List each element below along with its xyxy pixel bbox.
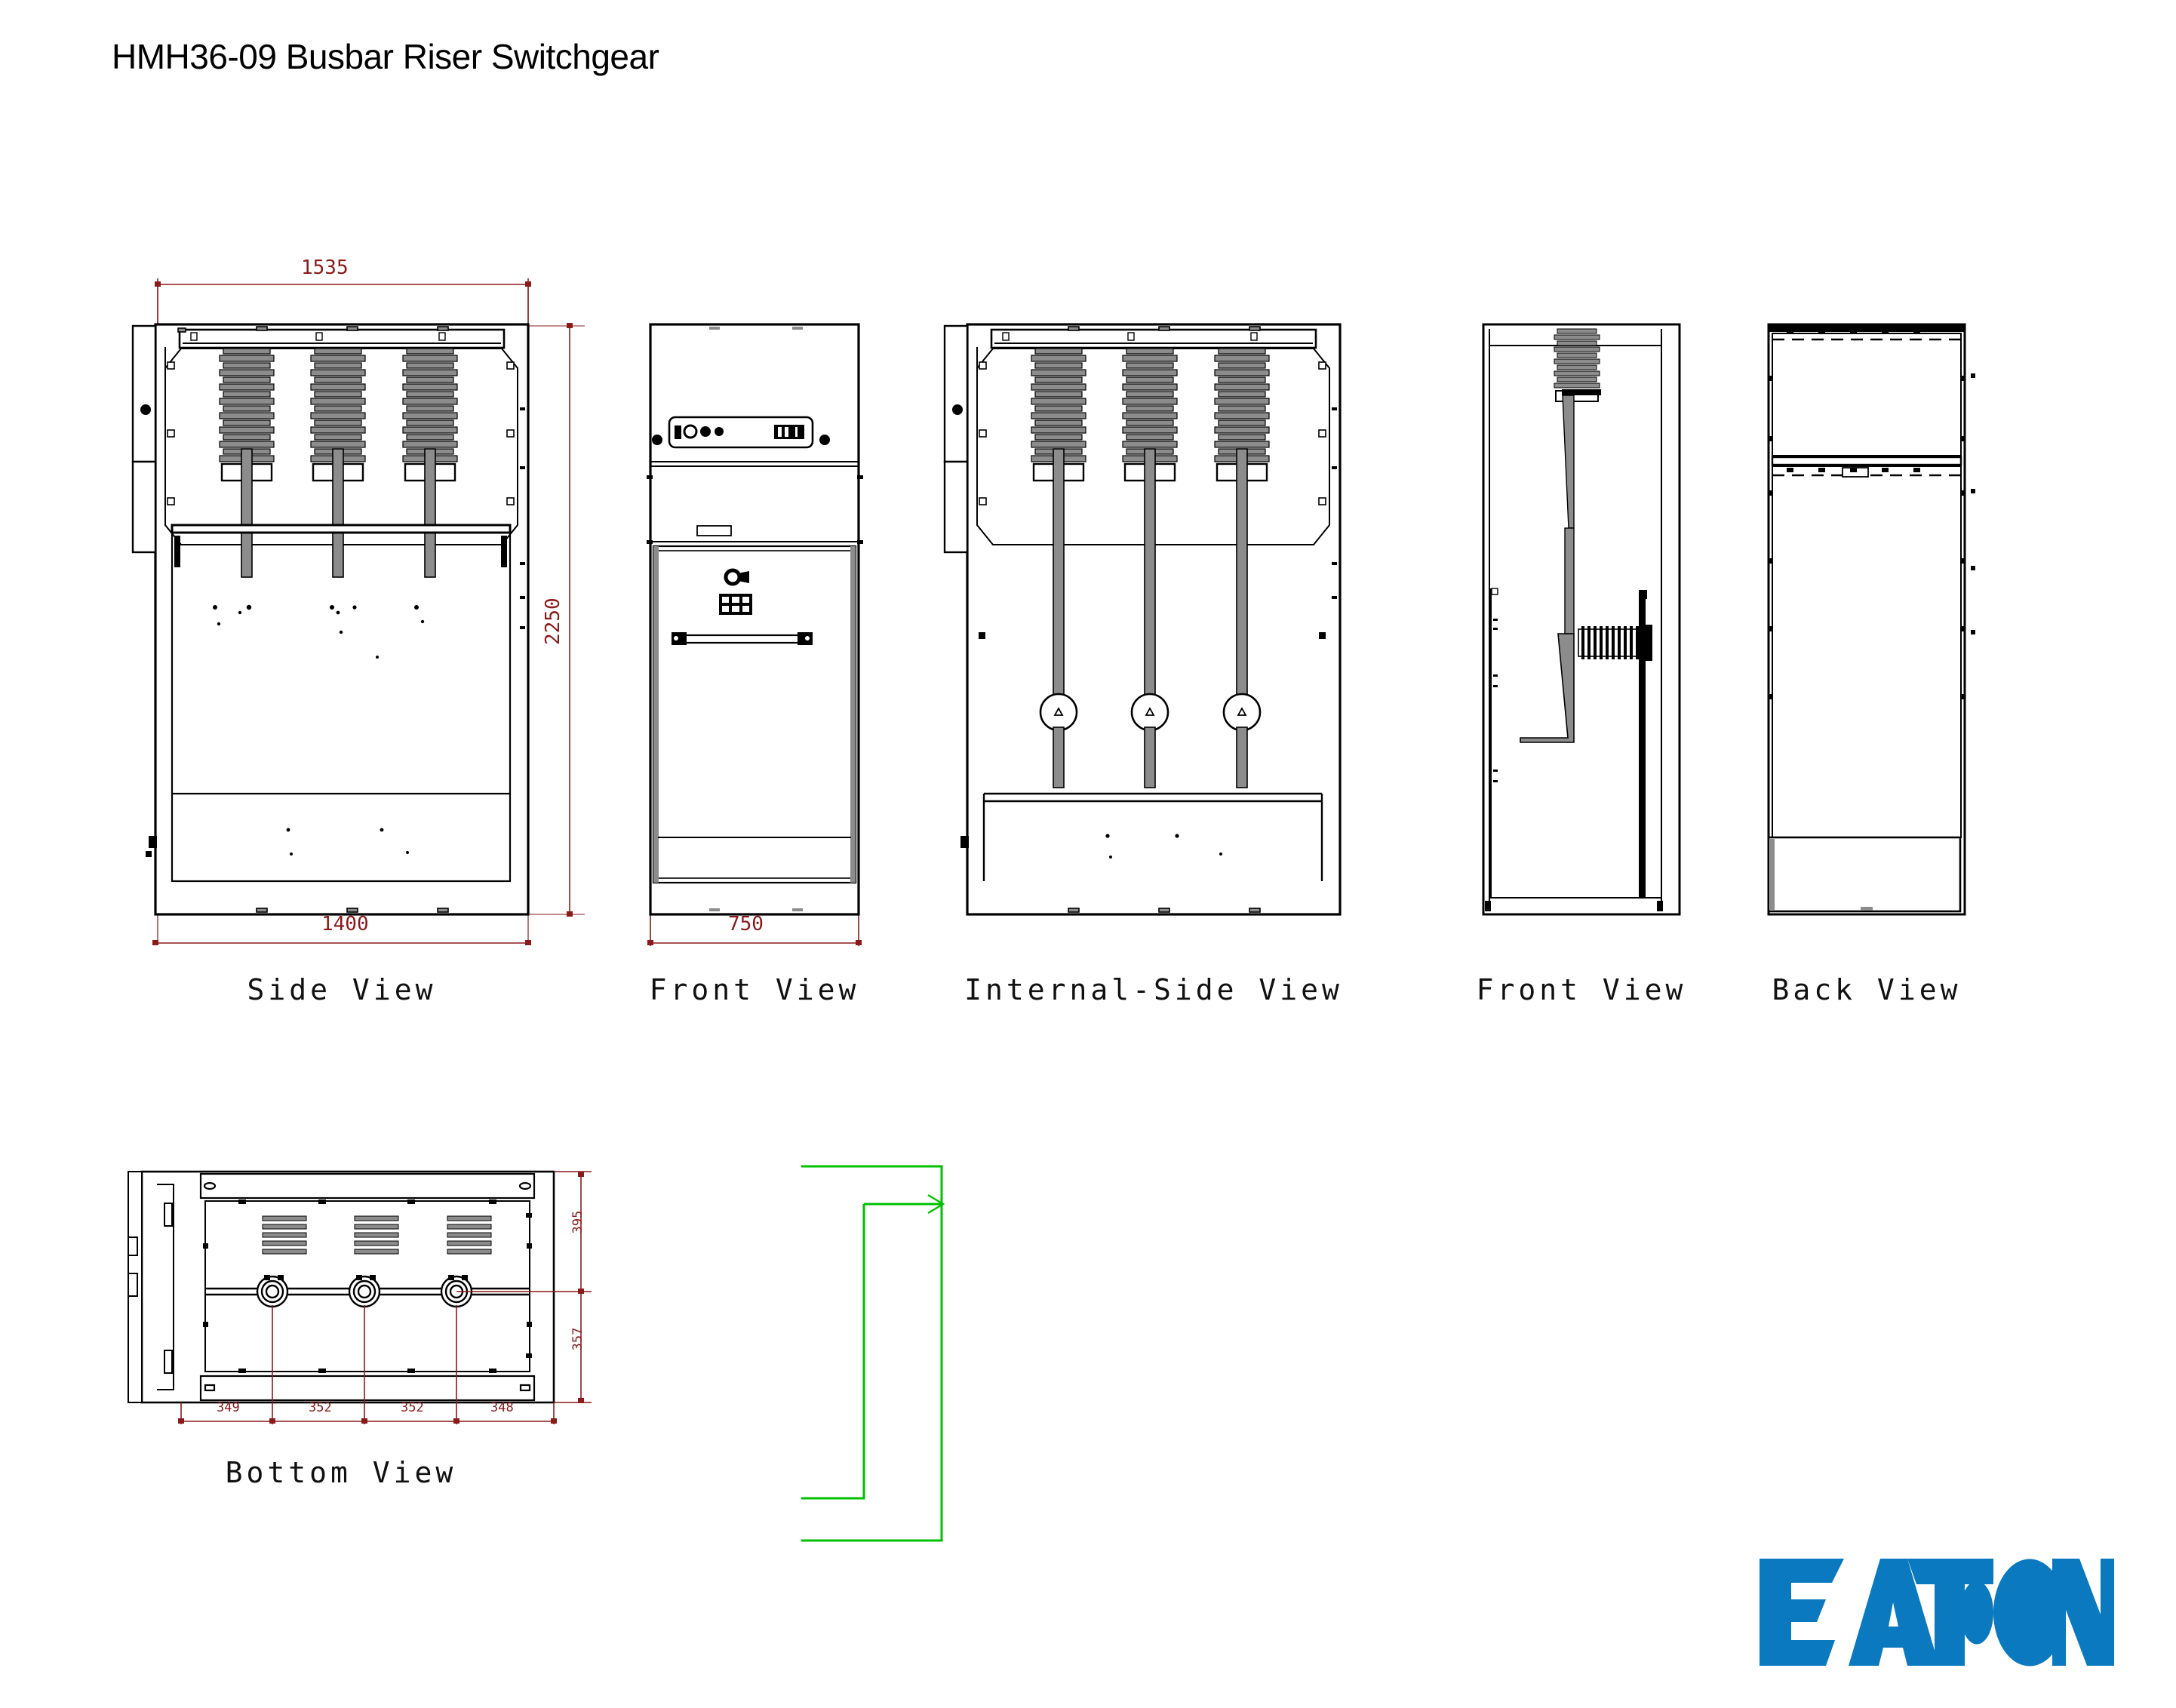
- dimension-lines-bottom: [178, 1171, 592, 1424]
- page-title: HMH36-09 Busbar Riser Switchgear: [112, 37, 659, 76]
- control-panel-front: [652, 416, 830, 449]
- bottom-plate-outline: [128, 1170, 555, 1404]
- bottom-rails: [199, 1172, 536, 1402]
- interlock-symbol: [724, 568, 749, 586]
- bottom-inner-frame: [204, 1200, 530, 1372]
- eaton-logo: [1760, 1559, 2114, 1667]
- bolt-marks-front: [647, 327, 863, 911]
- ht-chamber-panel: [164, 347, 518, 545]
- riser-assembly: [1520, 328, 1601, 743]
- indicator-lamp-1: [683, 424, 698, 439]
- panel-switch-icon: [675, 425, 681, 439]
- cabinet-outline-back: [1767, 323, 1966, 916]
- cabinet-outline-front-internal: [1482, 323, 1681, 916]
- indicator-lamp-3: [715, 427, 724, 436]
- side-mechanism-box: [131, 324, 157, 554]
- left-bottom-detail-side: [146, 836, 157, 857]
- view-label-side: Side View: [247, 973, 437, 1006]
- fixings-back: [1769, 329, 1975, 911]
- fixings-bottom: [203, 1200, 532, 1373]
- dimension-label-357: 357: [570, 1327, 585, 1351]
- bottom-handle-detail: [128, 1184, 174, 1390]
- bolt-marks-internal: [979, 326, 1326, 913]
- contact-node-2: [1130, 693, 1169, 732]
- door-handle-front: [672, 632, 813, 645]
- dimension-750: [647, 914, 862, 946]
- right-rail-front-internal: [1639, 590, 1647, 898]
- view-front-internal: [1482, 323, 1681, 916]
- bushing-group-side: [218, 347, 459, 578]
- view-label-front-internal: Front View: [1476, 973, 1687, 1006]
- lower-compartment-side: [171, 531, 512, 883]
- green-section-marker: [801, 1165, 945, 1542]
- bushing-mount-1: [256, 1275, 289, 1308]
- view-side: [131, 278, 585, 945]
- bushing-mounts-bottom: [256, 1275, 473, 1308]
- busbar-assembly-internal: [1030, 347, 1271, 788]
- dimension-label-352b: 352: [401, 1400, 424, 1415]
- base-feet-front-internal: [1485, 901, 1663, 911]
- view-label-front-outer: Front View: [649, 973, 860, 1006]
- mid-divider-side: [171, 524, 512, 534]
- panel-fastener-left: [652, 435, 662, 445]
- view-label-bottom: Bottom View: [225, 1456, 457, 1489]
- top-cap-back: [1769, 324, 1965, 332]
- bushing-mount-2: [348, 1275, 381, 1308]
- top-busbar-chamber: [178, 328, 506, 349]
- upper-panel-back: [1772, 333, 1962, 456]
- indicator-lamp-2: [700, 426, 711, 437]
- bushing-mount-3: [440, 1275, 473, 1308]
- dimension-label-1400: 1400: [321, 913, 369, 935]
- hinge-plates-side: [174, 536, 507, 567]
- edge-marks-internal: [960, 407, 1337, 848]
- view-back: [1767, 323, 1975, 916]
- dimension-label-348: 348: [490, 1400, 514, 1415]
- contact-node-1: [1039, 693, 1078, 732]
- dimension-2250: [528, 323, 585, 917]
- left-rail-front-internal: [1489, 588, 1498, 898]
- view-front-outer: [647, 323, 863, 946]
- fixing-marks-internal: [1105, 834, 1222, 859]
- contact-node-3: [1222, 693, 1262, 732]
- mid-rail-back: [1771, 456, 1962, 466]
- dimension-label-2250: 2250: [542, 597, 564, 645]
- horizontal-insulator: [1578, 625, 1652, 661]
- view-label-internal-side: Internal-Side View: [964, 973, 1343, 1006]
- fixing-marks-lower-side: [213, 604, 425, 856]
- operating-matrix: [719, 594, 752, 615]
- panel-fastener-right: [819, 435, 830, 445]
- dimension-1400: [152, 940, 531, 945]
- operating-compartment-front: [652, 545, 857, 884]
- main-door-front: [650, 465, 859, 542]
- plinth-back: [1767, 836, 1962, 913]
- dimension-label-750: 750: [728, 913, 764, 935]
- top-busbar-chamber-internal: [990, 328, 1317, 349]
- dimension-label-352a: 352: [309, 1400, 332, 1415]
- dimension-label-1535: 1535: [301, 257, 349, 279]
- ht-chamber-panel-internal: [976, 347, 1330, 545]
- bolt-marks-side: [167, 326, 515, 913]
- view-internal-side: [943, 323, 1342, 916]
- base-compartment-internal: [982, 792, 1323, 881]
- dimension-label-349: 349: [217, 1400, 240, 1415]
- view-label-back: Back View: [1772, 973, 1962, 1006]
- internal-mechanism-box: [943, 324, 969, 554]
- view-bottom: [128, 1170, 592, 1424]
- right-edge-marks-side: [520, 407, 525, 629]
- dimension-label-395: 395: [570, 1210, 585, 1234]
